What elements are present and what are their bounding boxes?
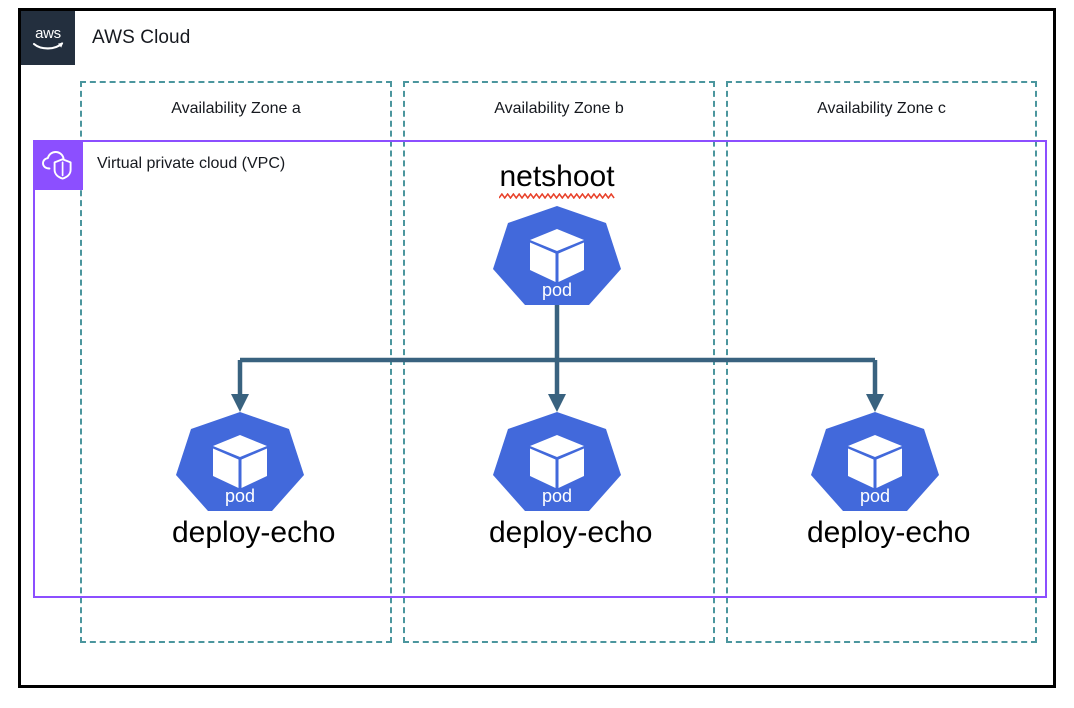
vpc-cloud-shield-icon: [33, 140, 83, 190]
pod-icon-label: pod: [542, 486, 572, 506]
availability-zone-a-label: Availability Zone a: [171, 100, 301, 117]
aws-cloud-label: AWS Cloud: [92, 27, 191, 48]
kubernetes-pod-icon: pod: [811, 412, 939, 511]
pod-node-netshoot[interactable]: netshoot pod: [489, 160, 625, 306]
kubernetes-pod-icon: pod: [493, 412, 621, 511]
kubernetes-pod-icon: pod: [176, 412, 304, 511]
pod-label-deploy-echo-c: deploy-echo: [807, 516, 971, 549]
pod-label-netshoot: netshoot: [489, 160, 625, 194]
availability-zone-c-label: Availability Zone c: [817, 100, 946, 117]
pod-node-deploy-echo-b[interactable]: pod deploy-echo: [489, 412, 652, 549]
availability-zone-b-label: Availability Zone b: [494, 100, 624, 117]
spellcheck-underline-icon: [499, 193, 614, 199]
kubernetes-pod-icon: pod: [493, 206, 621, 305]
pod-icon-label: pod: [860, 486, 890, 506]
pod-icon-label: pod: [542, 280, 572, 300]
pod-icon-label: pod: [225, 486, 255, 506]
pod-node-deploy-echo-a[interactable]: pod deploy-echo: [172, 412, 335, 549]
pod-node-deploy-echo-c[interactable]: pod deploy-echo: [807, 412, 970, 549]
pod-label-deploy-echo-b: deploy-echo: [489, 516, 653, 549]
aws-cloud-boundary: [18, 8, 1056, 688]
svg-text:aws: aws: [35, 25, 61, 42]
vpc-boundary: [33, 140, 1047, 598]
pod-label-deploy-echo-a: deploy-echo: [172, 516, 336, 549]
vpc-label: Virtual private cloud (VPC): [97, 155, 286, 172]
aws-logo-icon: aws: [21, 11, 75, 65]
